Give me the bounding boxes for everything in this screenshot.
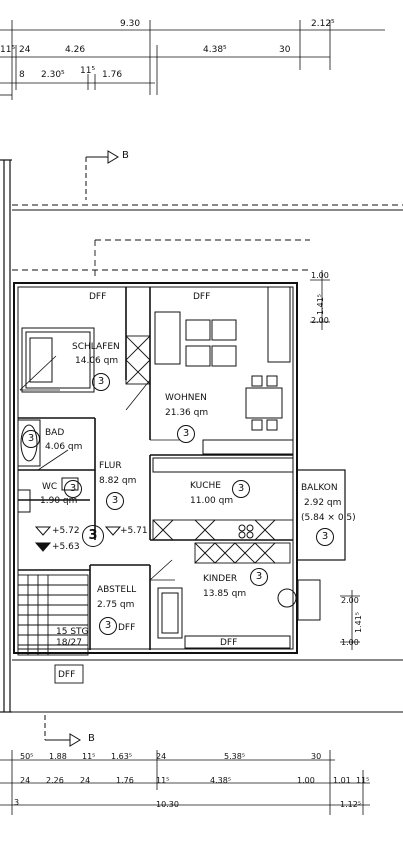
dim-right: 1.41⁵: [354, 612, 363, 634]
section-label-top: B: [122, 150, 129, 161]
dim-b2: 4.26: [65, 45, 86, 55]
kitchen-counter: [152, 457, 294, 539]
dim-c3: 11⁵: [80, 66, 96, 76]
dim-right: 1.41⁵: [316, 294, 325, 316]
room-number-bad: 3: [22, 430, 40, 448]
level-label: +5.71: [120, 526, 148, 536]
dim-bottom: 24: [80, 776, 91, 785]
dim-top-total: 9.30: [120, 19, 141, 29]
dim-top-right: 2.12⁵: [311, 19, 335, 29]
room-area-bad: 4.06 qm: [45, 442, 83, 452]
room-name-kinder: KINDER: [203, 574, 238, 584]
dim-b3: 4.38⁵: [203, 45, 227, 55]
room-number-wohnen: 3: [177, 425, 195, 443]
room-area-balkon: 2.92 qm: [304, 498, 342, 508]
dim-c4: 1.76: [102, 70, 123, 80]
dim-bottom: 24: [20, 776, 31, 785]
dim-bottom: 1.63⁵: [111, 752, 133, 761]
level-markers: [34, 526, 122, 552]
room-name-wc: WC: [42, 482, 58, 492]
room-name-kuche: KUCHE: [190, 481, 221, 491]
right-dimension-lines: [310, 270, 360, 650]
room-name-wohnen: WOHNEN: [165, 393, 207, 403]
hatched-block: [125, 335, 294, 564]
room-name-abstell: ABSTELL: [97, 585, 137, 595]
room-name-balkon: BALKON: [301, 483, 338, 493]
dim-bottom: 11⁵: [82, 752, 96, 761]
room-number-wc: 3: [64, 480, 82, 498]
dim-bottom: 1.00: [297, 776, 315, 785]
room-area-schlafen: 14.06 qm: [75, 356, 119, 366]
kids-furniture: [157, 579, 321, 649]
level-label: +5.63: [52, 542, 80, 552]
room-area-wohnen: 21.36 qm: [165, 408, 209, 418]
dim-bottom: 1.01: [333, 776, 351, 785]
living-furniture: [154, 286, 294, 455]
stairs-count: 15 STG: [56, 627, 89, 637]
dim-bottom: 1.88: [49, 752, 67, 761]
section-marker-bottom: [44, 715, 81, 747]
room-area-kinder: 13.85 qm: [203, 589, 247, 599]
dff-label: DFF: [118, 623, 136, 633]
roof-solid-lines: [12, 209, 403, 713]
room-name-flur: FLUR: [99, 461, 122, 471]
room-area-kuche: 11.00 qm: [190, 496, 234, 506]
dim-c1: 8: [19, 70, 25, 80]
dim-b1: 24: [19, 45, 31, 55]
dim-c2: 2.30⁵: [41, 70, 65, 80]
dim-right: 2.00: [341, 596, 359, 605]
level-label: +5.72: [52, 526, 80, 536]
dim-bottom: 5.38⁵: [224, 752, 246, 761]
dff-label: DFF: [58, 670, 76, 680]
dim-bottom: 50⁵: [20, 752, 34, 761]
dim-bottom: 11⁵: [156, 776, 170, 785]
bottom-dimension-lines: [0, 750, 370, 815]
dim-b5: 11⁵: [0, 45, 16, 55]
room-name-bad: BAD: [45, 428, 65, 438]
dim-bottom: 24: [156, 752, 167, 761]
dff-label: DFF: [193, 292, 211, 302]
stair-number: 3: [82, 525, 104, 547]
dim-bottom: 30: [311, 752, 322, 761]
room-number-balkon: 3: [316, 528, 334, 546]
dim-bottom: 11⁵: [356, 776, 370, 785]
roof-dashed-lines: [12, 204, 403, 280]
dim-right: 2.00: [311, 316, 329, 325]
door-swing-lines: [19, 355, 180, 581]
dim-bottom: 4.38⁵: [210, 776, 232, 785]
room-number-kuche: 3: [232, 480, 250, 498]
room-area-flur: 8.82 qm: [99, 476, 137, 486]
room-number-schlafen: 3: [92, 373, 110, 391]
dim-bottom: 3: [14, 798, 20, 807]
room-name-schlafen: SCHLAFEN: [72, 342, 120, 352]
room-area-abstell: 2.75 qm: [97, 600, 135, 610]
dim-bottom: 1.12⁵: [340, 800, 362, 809]
dim-bottom: 10.30: [156, 800, 179, 809]
room-number-kinder: 3: [250, 568, 268, 586]
staircase: [17, 574, 89, 684]
dim-right: 1.00: [341, 638, 359, 647]
dim-bottom: 2.26: [46, 776, 64, 785]
room-number-flur: 3: [106, 492, 124, 510]
dim-b4: 30: [279, 45, 291, 55]
balcony: [296, 469, 346, 561]
dim-bottom: 1.76: [116, 776, 134, 785]
section-label-bottom: B: [88, 733, 95, 744]
dim-right: 1.00: [311, 271, 329, 280]
room-area-wc: 1.90 qm: [40, 496, 78, 506]
room-number-abstell: 3: [99, 617, 117, 635]
left-edge: [0, 159, 12, 713]
top-dimension-lines: [0, 20, 385, 100]
dff-label: DFF: [89, 292, 107, 302]
room-detail-balkon: (5.84 × 0.5): [301, 513, 356, 523]
dff-label: DFF: [220, 638, 238, 648]
stairs-ratio: 18/27: [56, 638, 82, 648]
section-marker-top: [85, 150, 119, 200]
